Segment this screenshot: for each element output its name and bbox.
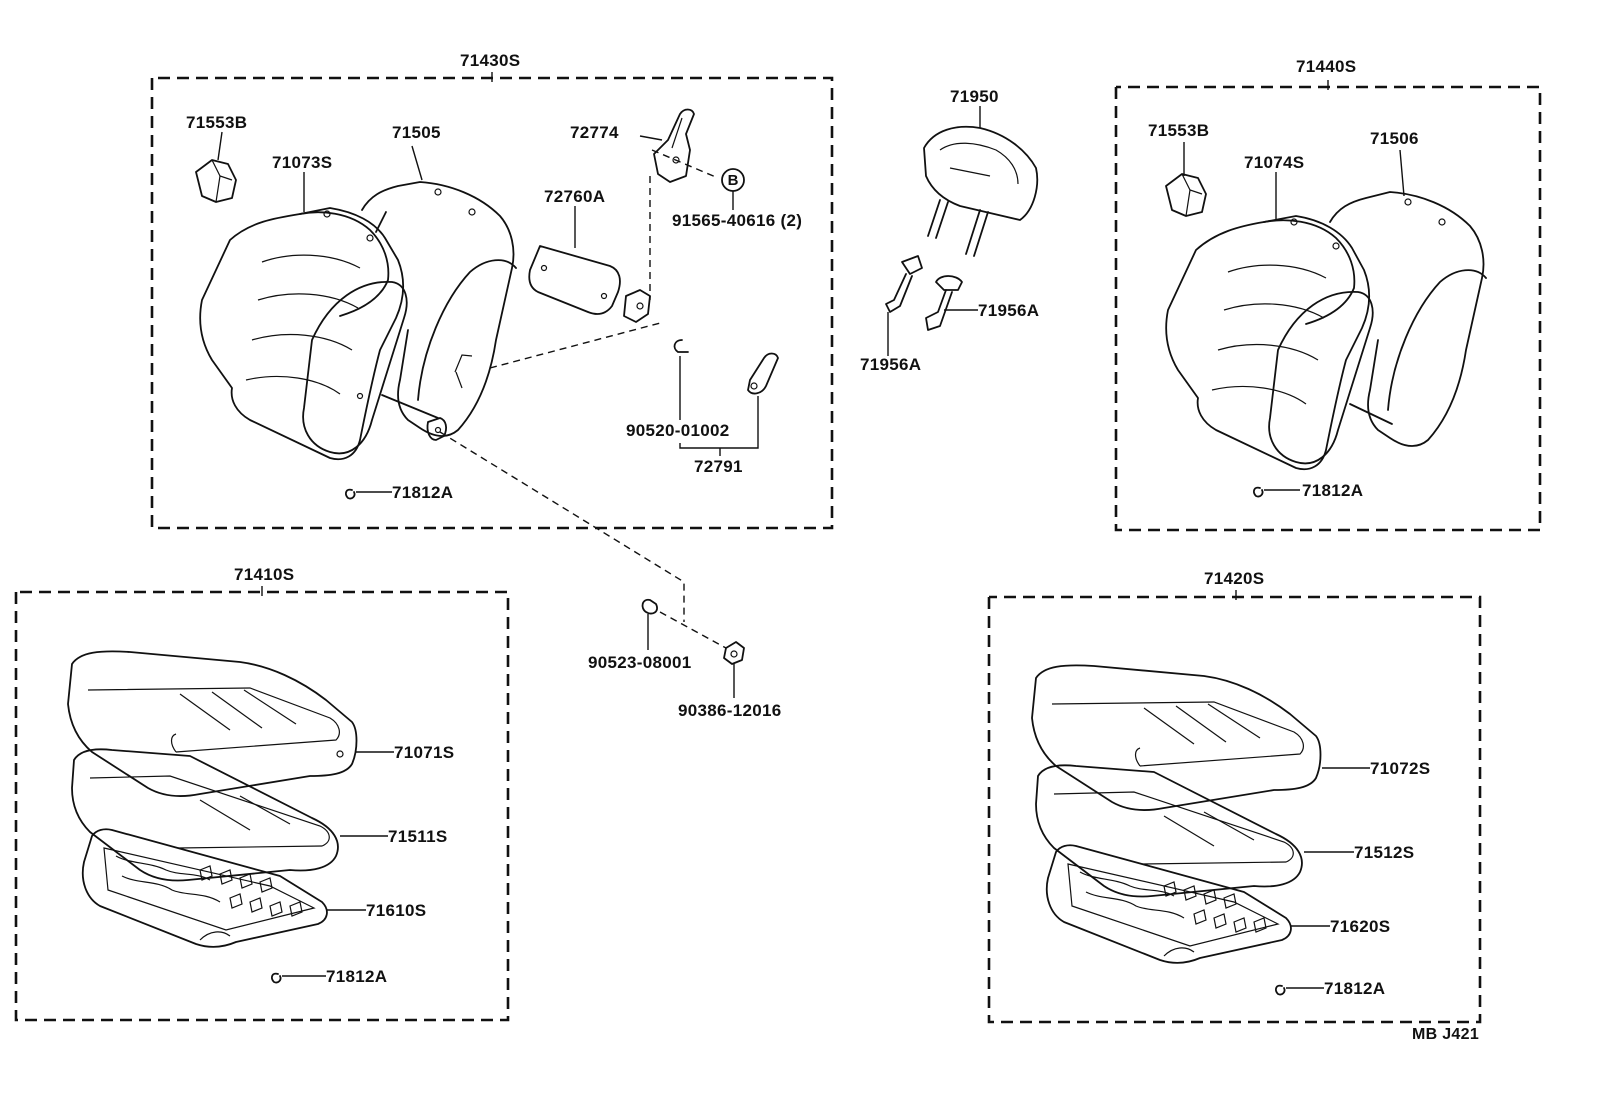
recliner-72774: [623, 108, 695, 323]
label-71073S: 71073S: [272, 153, 333, 172]
seatback-pad-71505: [361, 181, 517, 437]
leader-lines-right-back: [1183, 142, 1405, 220]
group-box-71410S: [14, 586, 510, 1022]
ref-marker-b-label: B: [728, 172, 739, 189]
label-71071S: 71071S: [394, 743, 455, 762]
label-71410S: 71410S: [234, 565, 295, 584]
label-90523-08001: 90523-08001: [588, 653, 692, 672]
seatback-bracket: [426, 417, 447, 441]
label-71505: 71505: [392, 123, 441, 142]
clip-90520-01002: [673, 339, 689, 353]
label-71950: 71950: [950, 87, 999, 106]
seat-cushion-pad-71511S: [71, 748, 388, 882]
label-71074S: 71074S: [1244, 153, 1305, 172]
label-71812A-4: 71812A: [1324, 979, 1386, 998]
label-71430S: 71430S: [460, 51, 521, 70]
label-71956A-left: 71956A: [860, 355, 922, 374]
label-71511S: 71511S: [388, 827, 448, 846]
seatback-cover-71073S: [199, 207, 408, 461]
label-71956A-right: 71956A: [978, 301, 1040, 320]
seatback-cover-71074S: [1165, 215, 1374, 471]
label-71620S: 71620S: [1330, 917, 1391, 936]
label-71072S: 71072S: [1370, 759, 1431, 778]
knob-cover-72760A: [528, 245, 621, 315]
headrest-support-71956A-right: [925, 275, 978, 331]
seat-cushion-cover-71072S: [1031, 664, 1370, 811]
label-72760A: 72760A: [544, 187, 606, 206]
label-71812A-2: 71812A: [1302, 481, 1364, 500]
label-71553B-left: 71553B: [186, 113, 248, 132]
headrest-support-71956A-left: [885, 255, 923, 356]
small-clip-71812A-4: [1275, 984, 1324, 996]
center-hardware: [439, 431, 745, 698]
leader-lines-left-back: [217, 131, 759, 456]
small-clip-71812A-1: [345, 488, 392, 500]
label-71420S: 71420S: [1204, 569, 1265, 588]
label-71440S: 71440S: [1296, 57, 1357, 76]
group-box-71440S: [1114, 80, 1542, 532]
seat-cushion-cover-71071S: [67, 650, 394, 797]
group-box-71430S: [150, 72, 834, 530]
label-72791: 72791: [694, 457, 743, 476]
label-71512S: 71512S: [1354, 843, 1415, 862]
label-91565-40616: 91565-40616 (2): [672, 211, 803, 230]
label-71812A-1: 71812A: [392, 483, 454, 502]
label-72774: 72774: [570, 123, 619, 142]
seatback-pad-71506: [1329, 191, 1487, 447]
label-71812A-3: 71812A: [326, 967, 388, 986]
seat-frame-71620S: [1045, 844, 1330, 964]
label-71553B-right: 71553B: [1148, 121, 1210, 140]
seat-cushion-pad-71512S: [1035, 764, 1354, 898]
label-90520-01002: 90520-01002: [626, 421, 730, 440]
headrest-71950: [923, 106, 1039, 257]
side-cover-71553B-right: [1165, 173, 1207, 217]
small-clip-71812A-3: [271, 972, 326, 984]
lever-72791: [747, 352, 779, 395]
group-box-71420S: [987, 590, 1482, 1024]
drawing-code: MB J421: [1412, 1026, 1480, 1043]
small-clip-71812A-2: [1253, 486, 1300, 498]
ref-marker-b: B: [721, 168, 745, 192]
label-71610S: 71610S: [366, 901, 427, 920]
label-71506: 71506: [1370, 129, 1419, 148]
side-cover-71553B-left: [195, 159, 237, 203]
label-90386-12016: 90386-12016: [678, 701, 782, 720]
seat-frame-71610S: [81, 828, 366, 948]
